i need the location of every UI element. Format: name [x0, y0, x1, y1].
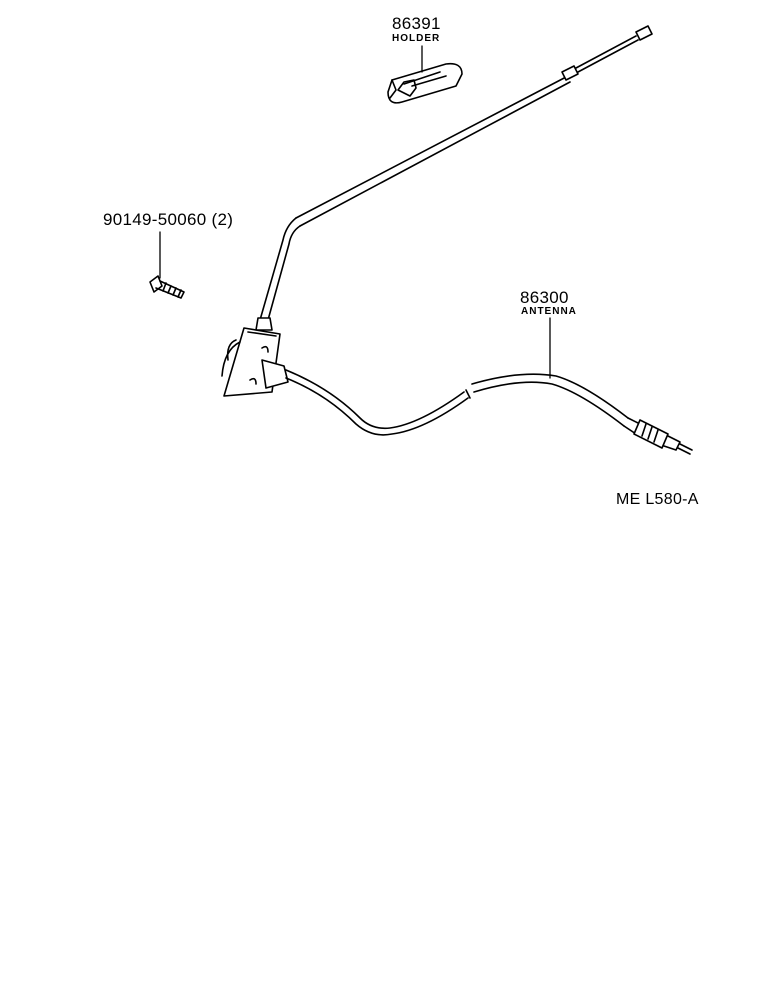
screw	[149, 275, 185, 299]
holder-clip	[387, 62, 463, 104]
antenna-part-name: ANTENNA	[521, 306, 577, 317]
antenna-mast	[255, 25, 653, 331]
antenna-plug	[623, 417, 693, 455]
antenna-base	[221, 327, 289, 397]
screw-part-number: 90149-50060 (2)	[103, 210, 234, 229]
leader-lines	[159, 45, 551, 379]
holder-part-name: HOLDER	[392, 33, 441, 44]
diagram-reference-code: ME L580-A	[616, 491, 699, 508]
holder-part-number: 86391	[392, 14, 441, 33]
antenna-cable	[285, 369, 629, 436]
antenna-part-number: 86300	[520, 288, 569, 307]
